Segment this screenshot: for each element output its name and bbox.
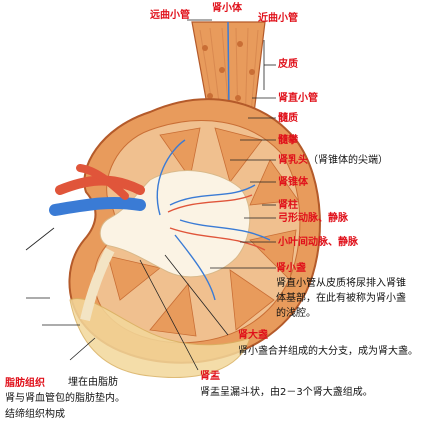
label-minor-calyx: 肾小盏 <box>276 263 306 274</box>
leader-lines <box>25 19 276 371</box>
label-proximal-tubule: 近曲小管 <box>258 13 298 24</box>
label-renal-papilla: 肾乳头 <box>278 155 308 166</box>
kidney-body <box>68 98 321 364</box>
label-renal-column: 肾柱 <box>278 200 298 211</box>
adipose-note-3: 结缔组织构成 <box>5 409 65 420</box>
major-calyx-note: 肾小盏合并组成的大分支，成为肾大盏。 <box>238 346 418 357</box>
renal-artery <box>55 175 145 195</box>
label-renal-pyramid: 肾锥体 <box>278 177 308 188</box>
label-cortex: 皮质 <box>278 59 298 70</box>
label-distal-tubule: 远曲小管 <box>150 10 190 21</box>
label-adipose-tissue: 脂肪组织 <box>5 378 45 389</box>
label-renal-papilla-group: 肾乳头（肾锥体的尖端） <box>278 155 388 167</box>
ureter <box>80 247 115 322</box>
minor-calyx-note-1: 肾直小管从皮质将尿排入肾锥 <box>276 278 406 289</box>
label-renal-corpuscle: 肾小体 <box>212 3 242 14</box>
label-arcuate-vessels: 弓形动脉、静脉 <box>278 213 348 224</box>
renal-artery-branch <box>76 164 129 200</box>
label-medullary-ray: 髓攀 <box>278 135 298 146</box>
label-medulla: 髓质 <box>278 113 298 124</box>
minor-calyx-note-3: 的浅腔。 <box>276 308 316 319</box>
label-interlobular-vessels: 小叶间动脉、静脉 <box>278 237 358 248</box>
minor-calyx-note-2: 体基部，在此有被称为肾小盏 <box>276 293 406 304</box>
adipose-note-2: 肾与肾血管包的脂肪垫内。 <box>5 393 125 404</box>
renal-vein <box>49 196 146 216</box>
renal-pelvis-note: 肾盂呈漏斗状，由2－3个肾大盏组成。 <box>200 387 373 398</box>
adipose-note-1: 埋在由脂肪 <box>68 377 118 388</box>
label-straight-tubule: 肾直小管 <box>278 93 318 104</box>
label-renal-papilla-note: （肾锥体的尖端） <box>308 155 388 166</box>
label-major-calyx: 肾大盏 <box>238 330 268 341</box>
label-renal-pelvis: 肾盂 <box>200 371 220 382</box>
adipose-region <box>69 297 251 378</box>
